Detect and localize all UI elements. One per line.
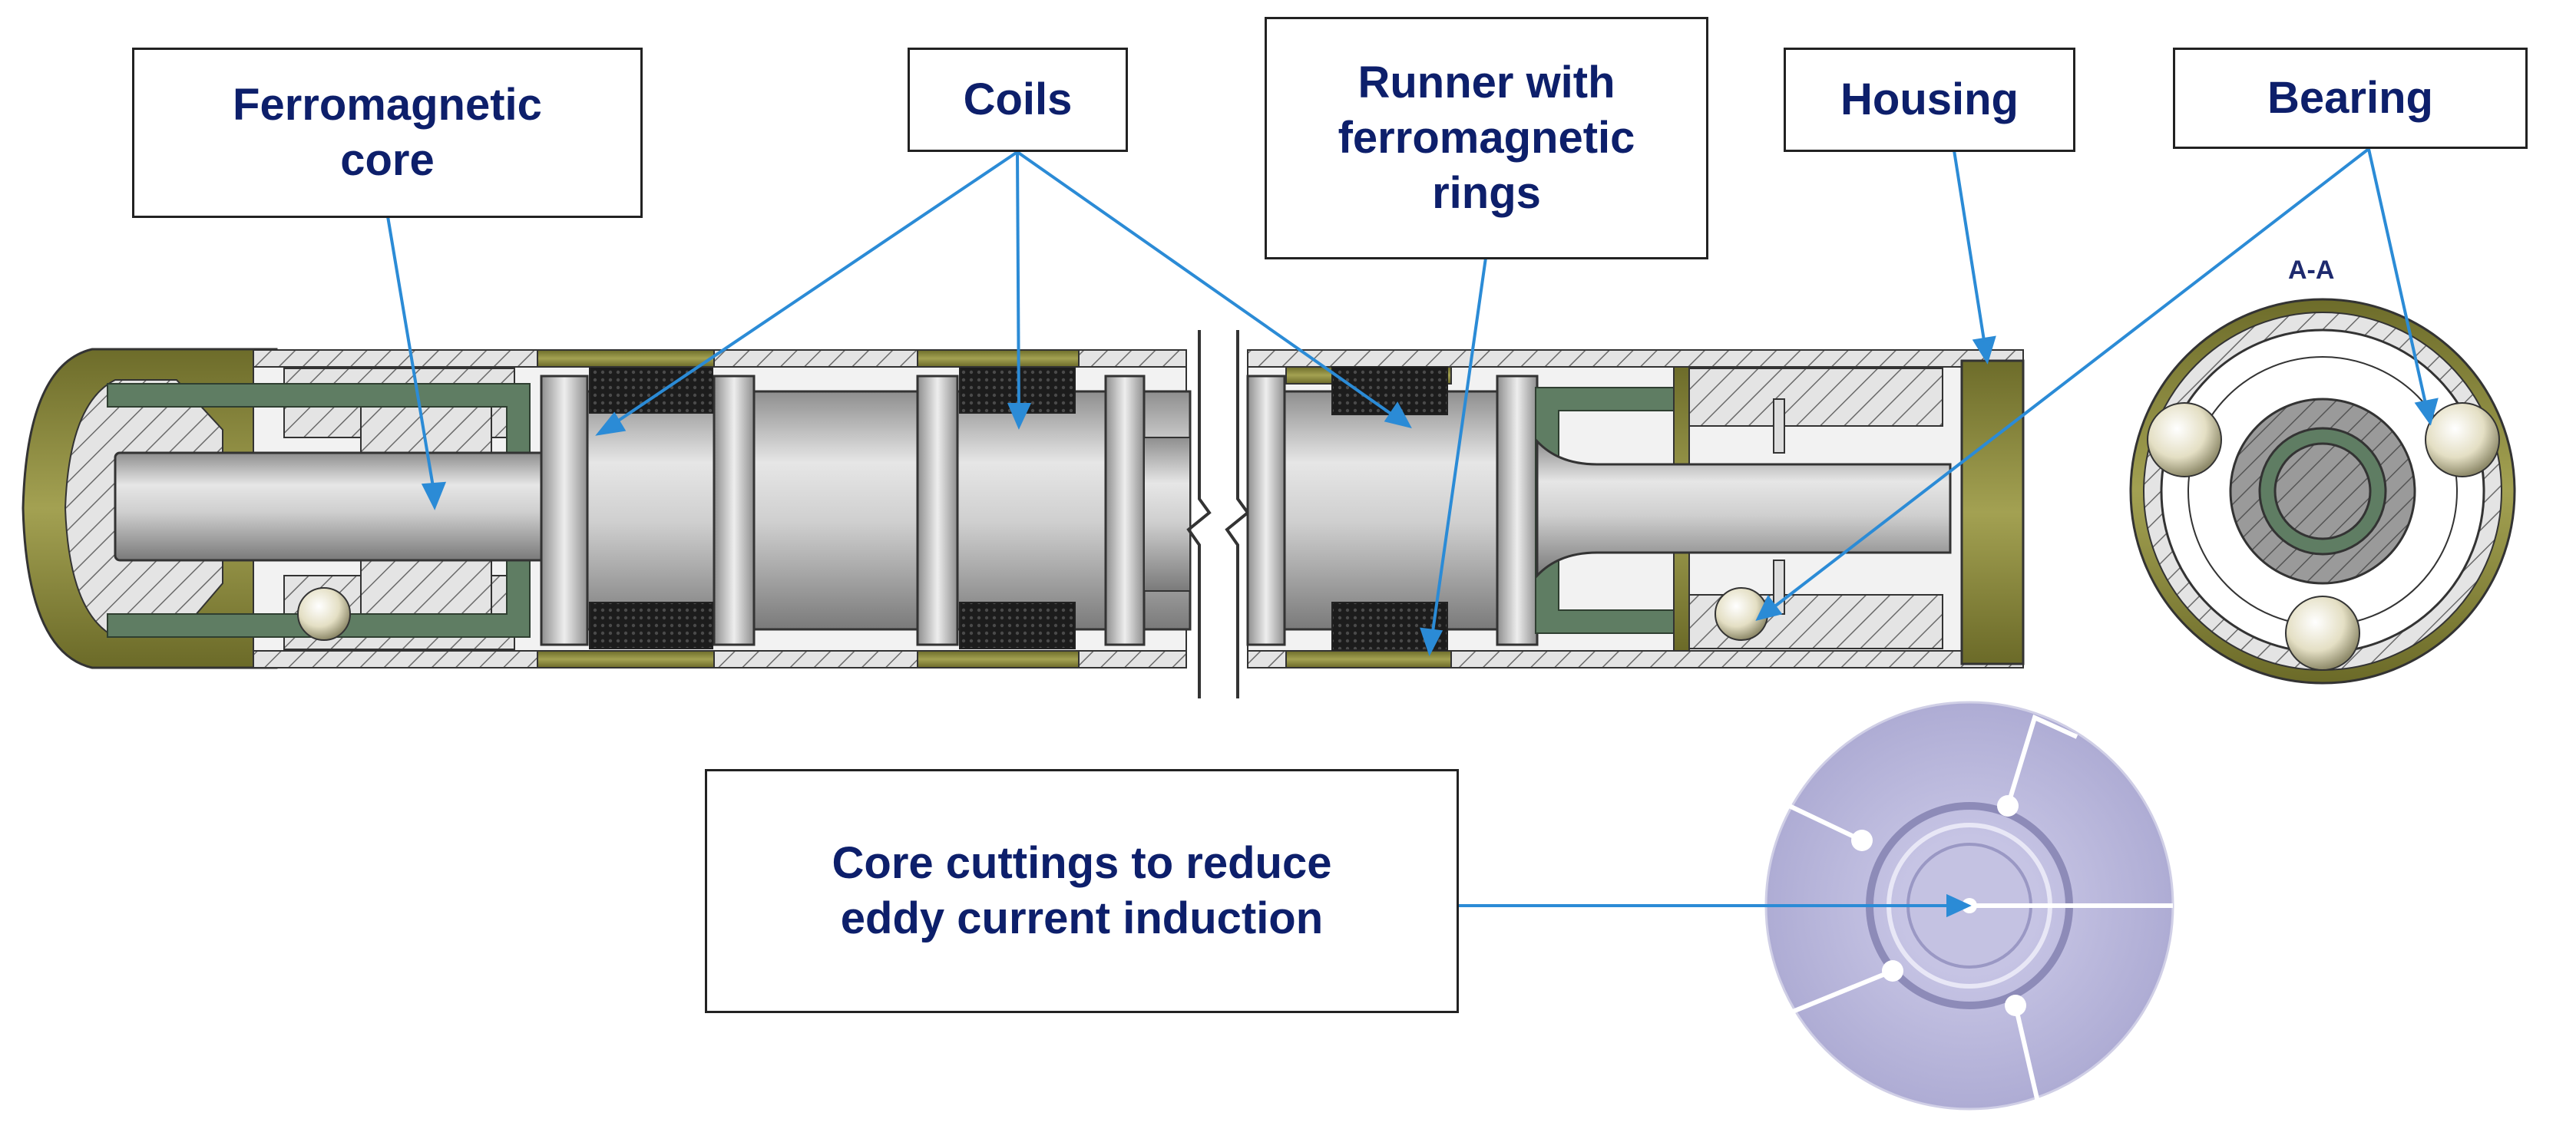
label-housing: Housing xyxy=(1784,48,2075,152)
section-ball-1 xyxy=(2147,402,2222,477)
coil-2-bottom xyxy=(959,602,1076,649)
break-lines xyxy=(1186,330,1250,698)
label-ferromagnetic-core: Ferromagnetic core xyxy=(132,48,643,218)
label-core-cuttings: Core cuttings to reduce eddy current ind… xyxy=(705,769,1459,1013)
right-end-cap xyxy=(1960,359,2025,665)
section-ball-2 xyxy=(2425,402,2500,477)
output-shaft xyxy=(1536,438,1952,579)
section-a-a-view xyxy=(2129,298,2516,685)
runner-body-left xyxy=(540,390,1192,631)
bearing-ball-left xyxy=(297,587,351,641)
actuator-right-section xyxy=(1246,349,2025,668)
coil-3-top xyxy=(1331,366,1448,415)
label-bearing: Bearing xyxy=(2173,48,2528,149)
section-label-a-a: A-A xyxy=(2288,256,2335,285)
label-runner: Runner with ferromagnetic rings xyxy=(1265,17,1708,259)
actuator-left-section xyxy=(21,348,1192,669)
ferromagnetic-core-shaft xyxy=(114,451,547,562)
coil-1-top xyxy=(589,366,713,414)
leader-lines xyxy=(386,147,2439,918)
coil-1-bottom xyxy=(589,602,713,649)
runner-body-right xyxy=(1246,390,1518,631)
section-ball-3 xyxy=(2285,596,2360,671)
label-coils: Coils xyxy=(908,48,1128,152)
